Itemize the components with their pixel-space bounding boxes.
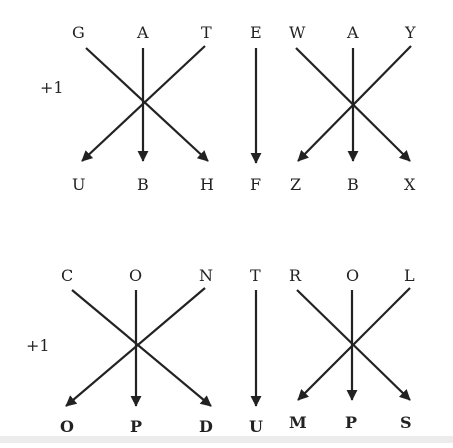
top-letter: T (201, 23, 212, 42)
group-top-right: W A Y Z B X (289, 23, 416, 194)
bottom-letter: B (137, 175, 149, 194)
top-letter: Y (404, 23, 416, 42)
top-letter: T (250, 266, 261, 285)
top-letter: C (61, 266, 73, 285)
bottom-letter: S (400, 413, 412, 432)
arrow-diagonal-right (71, 289, 212, 407)
top-letter: R (289, 266, 302, 285)
top-letter: L (404, 266, 415, 285)
bottom-letter: F (250, 175, 261, 194)
bottom-letter: U (72, 175, 85, 194)
bottom-letter: Z (290, 175, 301, 194)
group-bottom-left: +1 C O N O P D (26, 266, 213, 436)
top-letter: A (136, 23, 149, 42)
bottom-letter: H (200, 175, 214, 194)
top-letter: O (346, 266, 359, 285)
top-letter: A (346, 23, 359, 42)
arrow-diagonal-left (297, 287, 411, 401)
arrow-diagonal-left (297, 45, 412, 162)
top-letter: N (199, 266, 213, 285)
bottom-letter: M (289, 413, 307, 432)
bottom-letter: P (130, 417, 142, 436)
group-bottom-right: R O L M P S (289, 266, 415, 432)
arrow-diagonal-left (81, 45, 206, 162)
tag-plus-one: +1 (26, 336, 50, 355)
top-letter: W (289, 23, 306, 42)
bottom-letter: O (60, 417, 74, 436)
bottom-letter: B (347, 175, 359, 194)
group-bottom-middle: T U (249, 266, 263, 436)
arrow-diagonal-right (85, 47, 209, 162)
top-letter: O (129, 266, 142, 285)
tag-plus-one: +1 (40, 78, 64, 97)
bottom-letter: X (404, 175, 416, 194)
top-letter: E (250, 23, 262, 42)
bottom-letter: D (199, 417, 213, 436)
bottom-letter: P (345, 413, 357, 432)
bottom-letter: U (249, 417, 263, 436)
bottom-divider (0, 436, 453, 443)
top-letter: G (72, 23, 85, 42)
group-top-middle: E F (250, 23, 262, 194)
arrow-diagonal-left (65, 287, 206, 407)
group-top-left: +1 G A T U B H (40, 23, 214, 194)
